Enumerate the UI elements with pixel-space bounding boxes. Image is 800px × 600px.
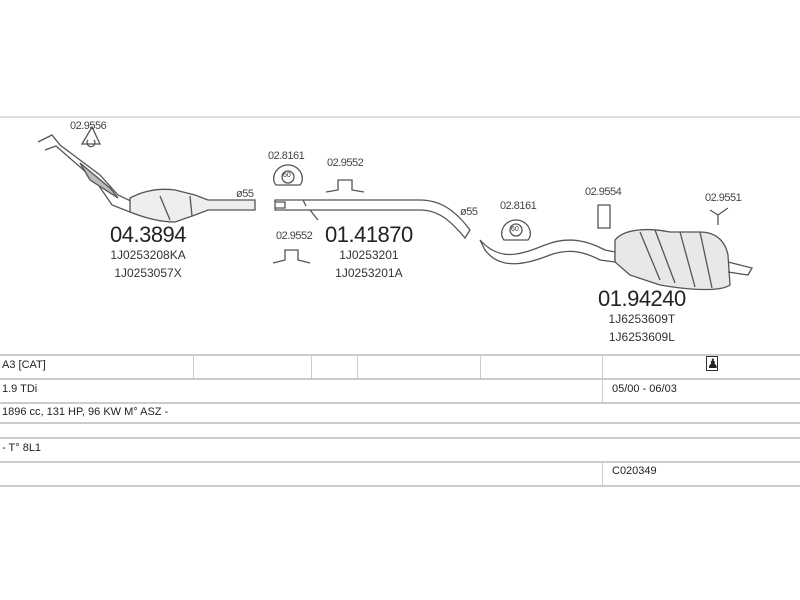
exhaust-diagram bbox=[37, 125, 753, 291]
oem-number: 1J6253609T bbox=[608, 312, 676, 326]
clamp-size: 60 bbox=[511, 226, 519, 233]
main-part[interactable]: 01.41870 1J0253201 1J0253201A bbox=[325, 222, 413, 280]
diameter-label: ø55 bbox=[460, 206, 478, 218]
part-ref[interactable]: 02.8161 bbox=[268, 150, 305, 162]
oem-number: 1J0253201A bbox=[335, 266, 403, 280]
clamp-icon bbox=[273, 164, 303, 186]
main-part[interactable]: 04.3894 1J0253208KA 1J0253057X bbox=[110, 222, 187, 280]
hanger-icon bbox=[325, 179, 365, 193]
code-cell: C020349 bbox=[612, 465, 657, 477]
rear-muffler bbox=[614, 228, 731, 291]
main-part[interactable]: 01.94240 1J6253609T 1J6253609L bbox=[598, 286, 686, 344]
clamp-icon bbox=[501, 219, 531, 241]
document-icon[interactable]: ♟ bbox=[706, 356, 719, 371]
part-ref[interactable]: 02.9552 bbox=[276, 230, 313, 242]
type-cell: - T° 8L1 bbox=[2, 442, 42, 454]
part-number: 01.41870 bbox=[325, 222, 413, 247]
part-number: 04.3894 bbox=[110, 222, 187, 247]
oem-number: 1J0253057X bbox=[114, 266, 182, 280]
part-ref[interactable]: 02.9551 bbox=[705, 192, 742, 204]
oem-number: 1J0253201 bbox=[339, 248, 399, 262]
model-cell: A3 [CAT] bbox=[2, 359, 46, 371]
part-ref[interactable]: 02.9552 bbox=[327, 157, 364, 169]
diameter-label: ø55 bbox=[236, 188, 254, 200]
oem-number: 1J0253208KA bbox=[110, 248, 186, 262]
clamp-size: 60 bbox=[283, 172, 291, 179]
rear-pipe bbox=[479, 239, 616, 265]
middle-pipe bbox=[274, 199, 471, 240]
engine-cell: 1.9 TDi bbox=[2, 383, 38, 395]
gasket-icon bbox=[80, 125, 102, 148]
oem-number: 1J6253609L bbox=[608, 330, 675, 344]
part-number: 01.94240 bbox=[598, 286, 686, 311]
dates-cell: 05/00 - 06/03 bbox=[612, 383, 677, 395]
bracket-icon bbox=[709, 207, 729, 225]
part-ref[interactable]: 02.9554 bbox=[585, 186, 622, 198]
part-ref[interactable]: 02.8161 bbox=[500, 200, 537, 212]
specs-cell: 1896 cc, 131 HP, 96 KW M° ASZ - bbox=[2, 406, 169, 418]
hanger-icon bbox=[272, 249, 311, 264]
hanger-icon bbox=[597, 204, 611, 229]
part-ref[interactable]: 02.9556 bbox=[70, 120, 107, 132]
